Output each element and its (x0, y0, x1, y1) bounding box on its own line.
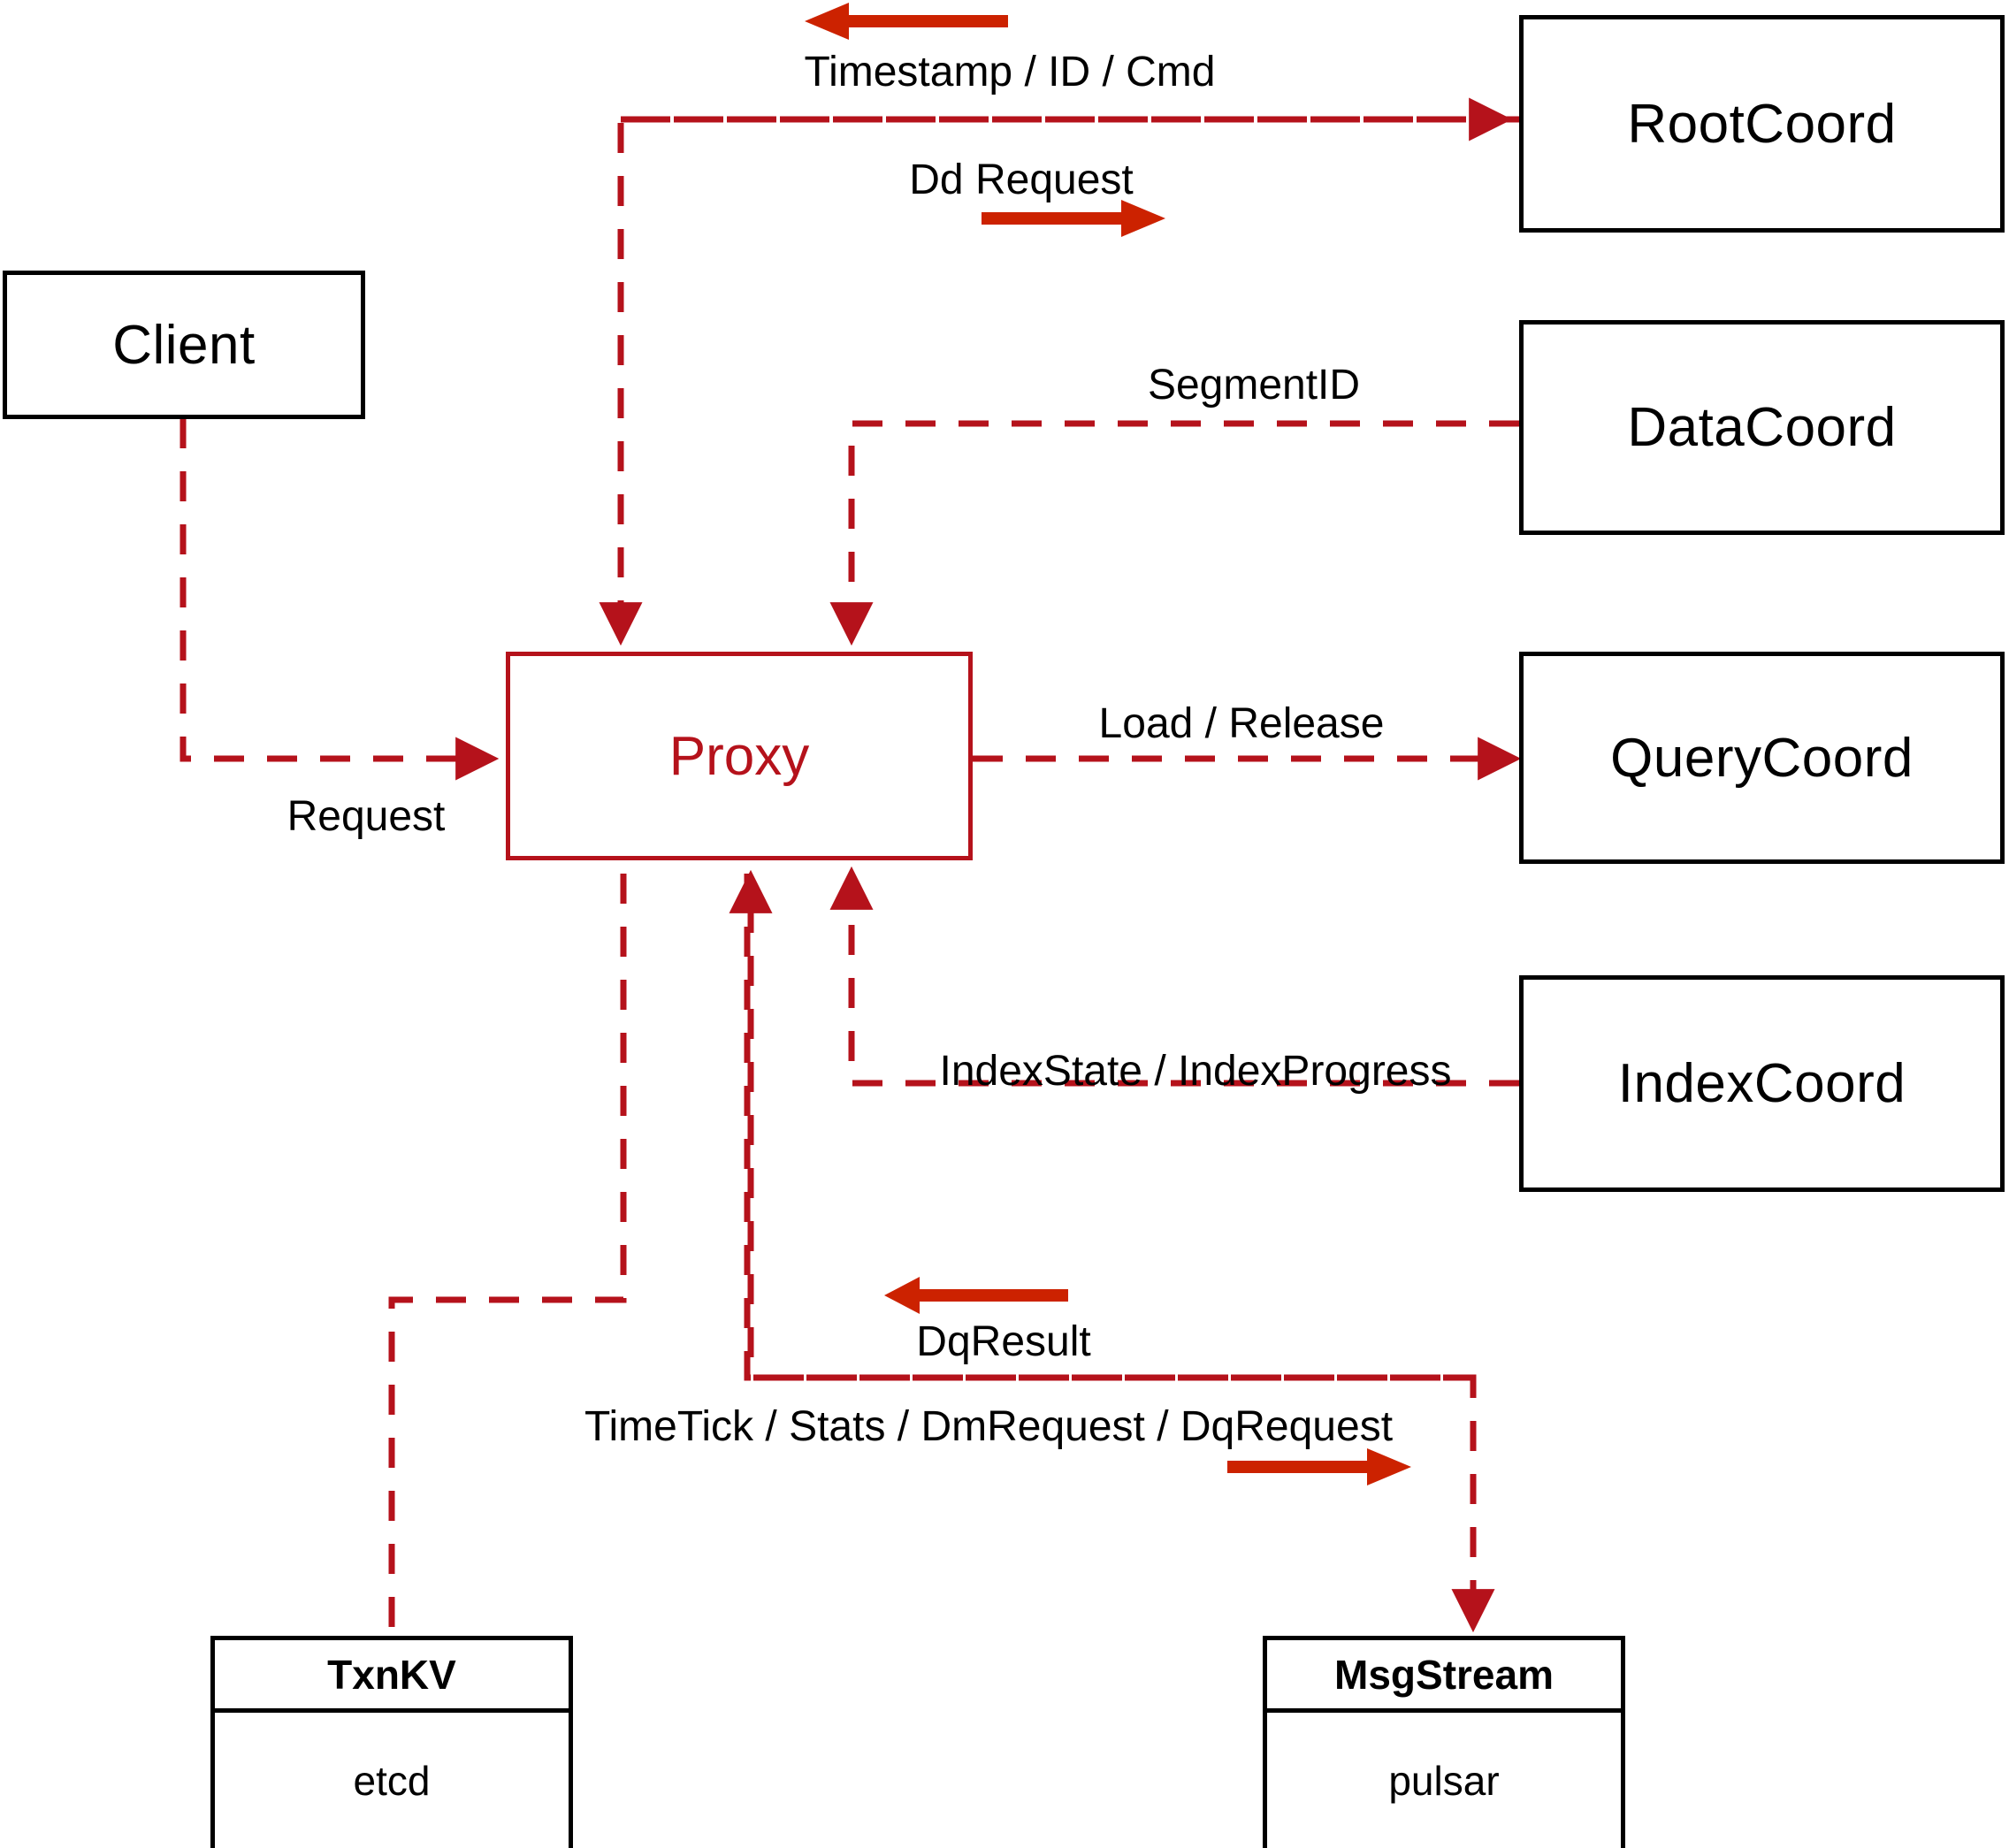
node-msgstream-impl: pulsar (1388, 1757, 1500, 1804)
edge-label-segment-id: SegmentID (1147, 362, 1361, 409)
node-client-label: Client (112, 314, 256, 376)
edge-label-timetick-stats: TimeTick / Stats / DmRequest / DqRequest (584, 1403, 1394, 1450)
edge-label-dd-request: Dd Request (909, 157, 1134, 203)
node-msgstream-header: MsgStream (1267, 1640, 1621, 1713)
edge-label-load-release: Load / Release (1098, 700, 1385, 747)
node-msgstream[interactable]: MsgStream pulsar (1263, 1636, 1625, 1848)
arrow-right-dd-request-icon (982, 200, 1165, 237)
node-txnkv-impl: etcd (353, 1757, 431, 1804)
node-rootcoord[interactable]: RootCoord (1519, 15, 2005, 233)
edge-label-timestamp-id-cmd: Timestamp / ID / Cmd (804, 49, 1216, 95)
edge-label-request: Request (286, 793, 446, 840)
edge-dq-result (729, 869, 1473, 1381)
edge-segment-id (829, 420, 1519, 646)
node-indexcoord[interactable]: IndexCoord (1519, 975, 2005, 1192)
node-txnkv[interactable]: TxnKV etcd (210, 1636, 573, 1848)
edge-label-index-state: IndexState / IndexProgress (939, 1048, 1452, 1095)
node-datacoord[interactable]: DataCoord (1519, 320, 2005, 535)
edge-request (180, 418, 500, 781)
arrow-left-dq-result-icon (884, 1277, 1068, 1314)
edge-timetick-stats (744, 874, 1495, 1633)
node-querycoord-label: QueryCoord (1610, 727, 1914, 789)
node-proxy-label: Proxy (668, 725, 810, 787)
node-querycoord[interactable]: QueryCoord (1519, 652, 2005, 864)
edge-txnkv-link (388, 874, 627, 1636)
node-rootcoord-label: RootCoord (1627, 93, 1897, 155)
edge-timestamp-id-cmd (599, 116, 1519, 646)
node-txnkv-header: TxnKV (215, 1640, 569, 1713)
node-client[interactable]: Client (3, 271, 365, 419)
node-datacoord-label: DataCoord (1627, 397, 1897, 458)
node-proxy[interactable]: Proxy (506, 652, 973, 860)
node-indexcoord-label: IndexCoord (1617, 1053, 1906, 1114)
edge-index-state (829, 866, 1519, 1087)
arrow-right-timetick-icon (1227, 1448, 1411, 1485)
arrow-left-timestamp-icon (805, 3, 1008, 40)
edge-label-dq-result: DqResult (916, 1318, 1091, 1365)
